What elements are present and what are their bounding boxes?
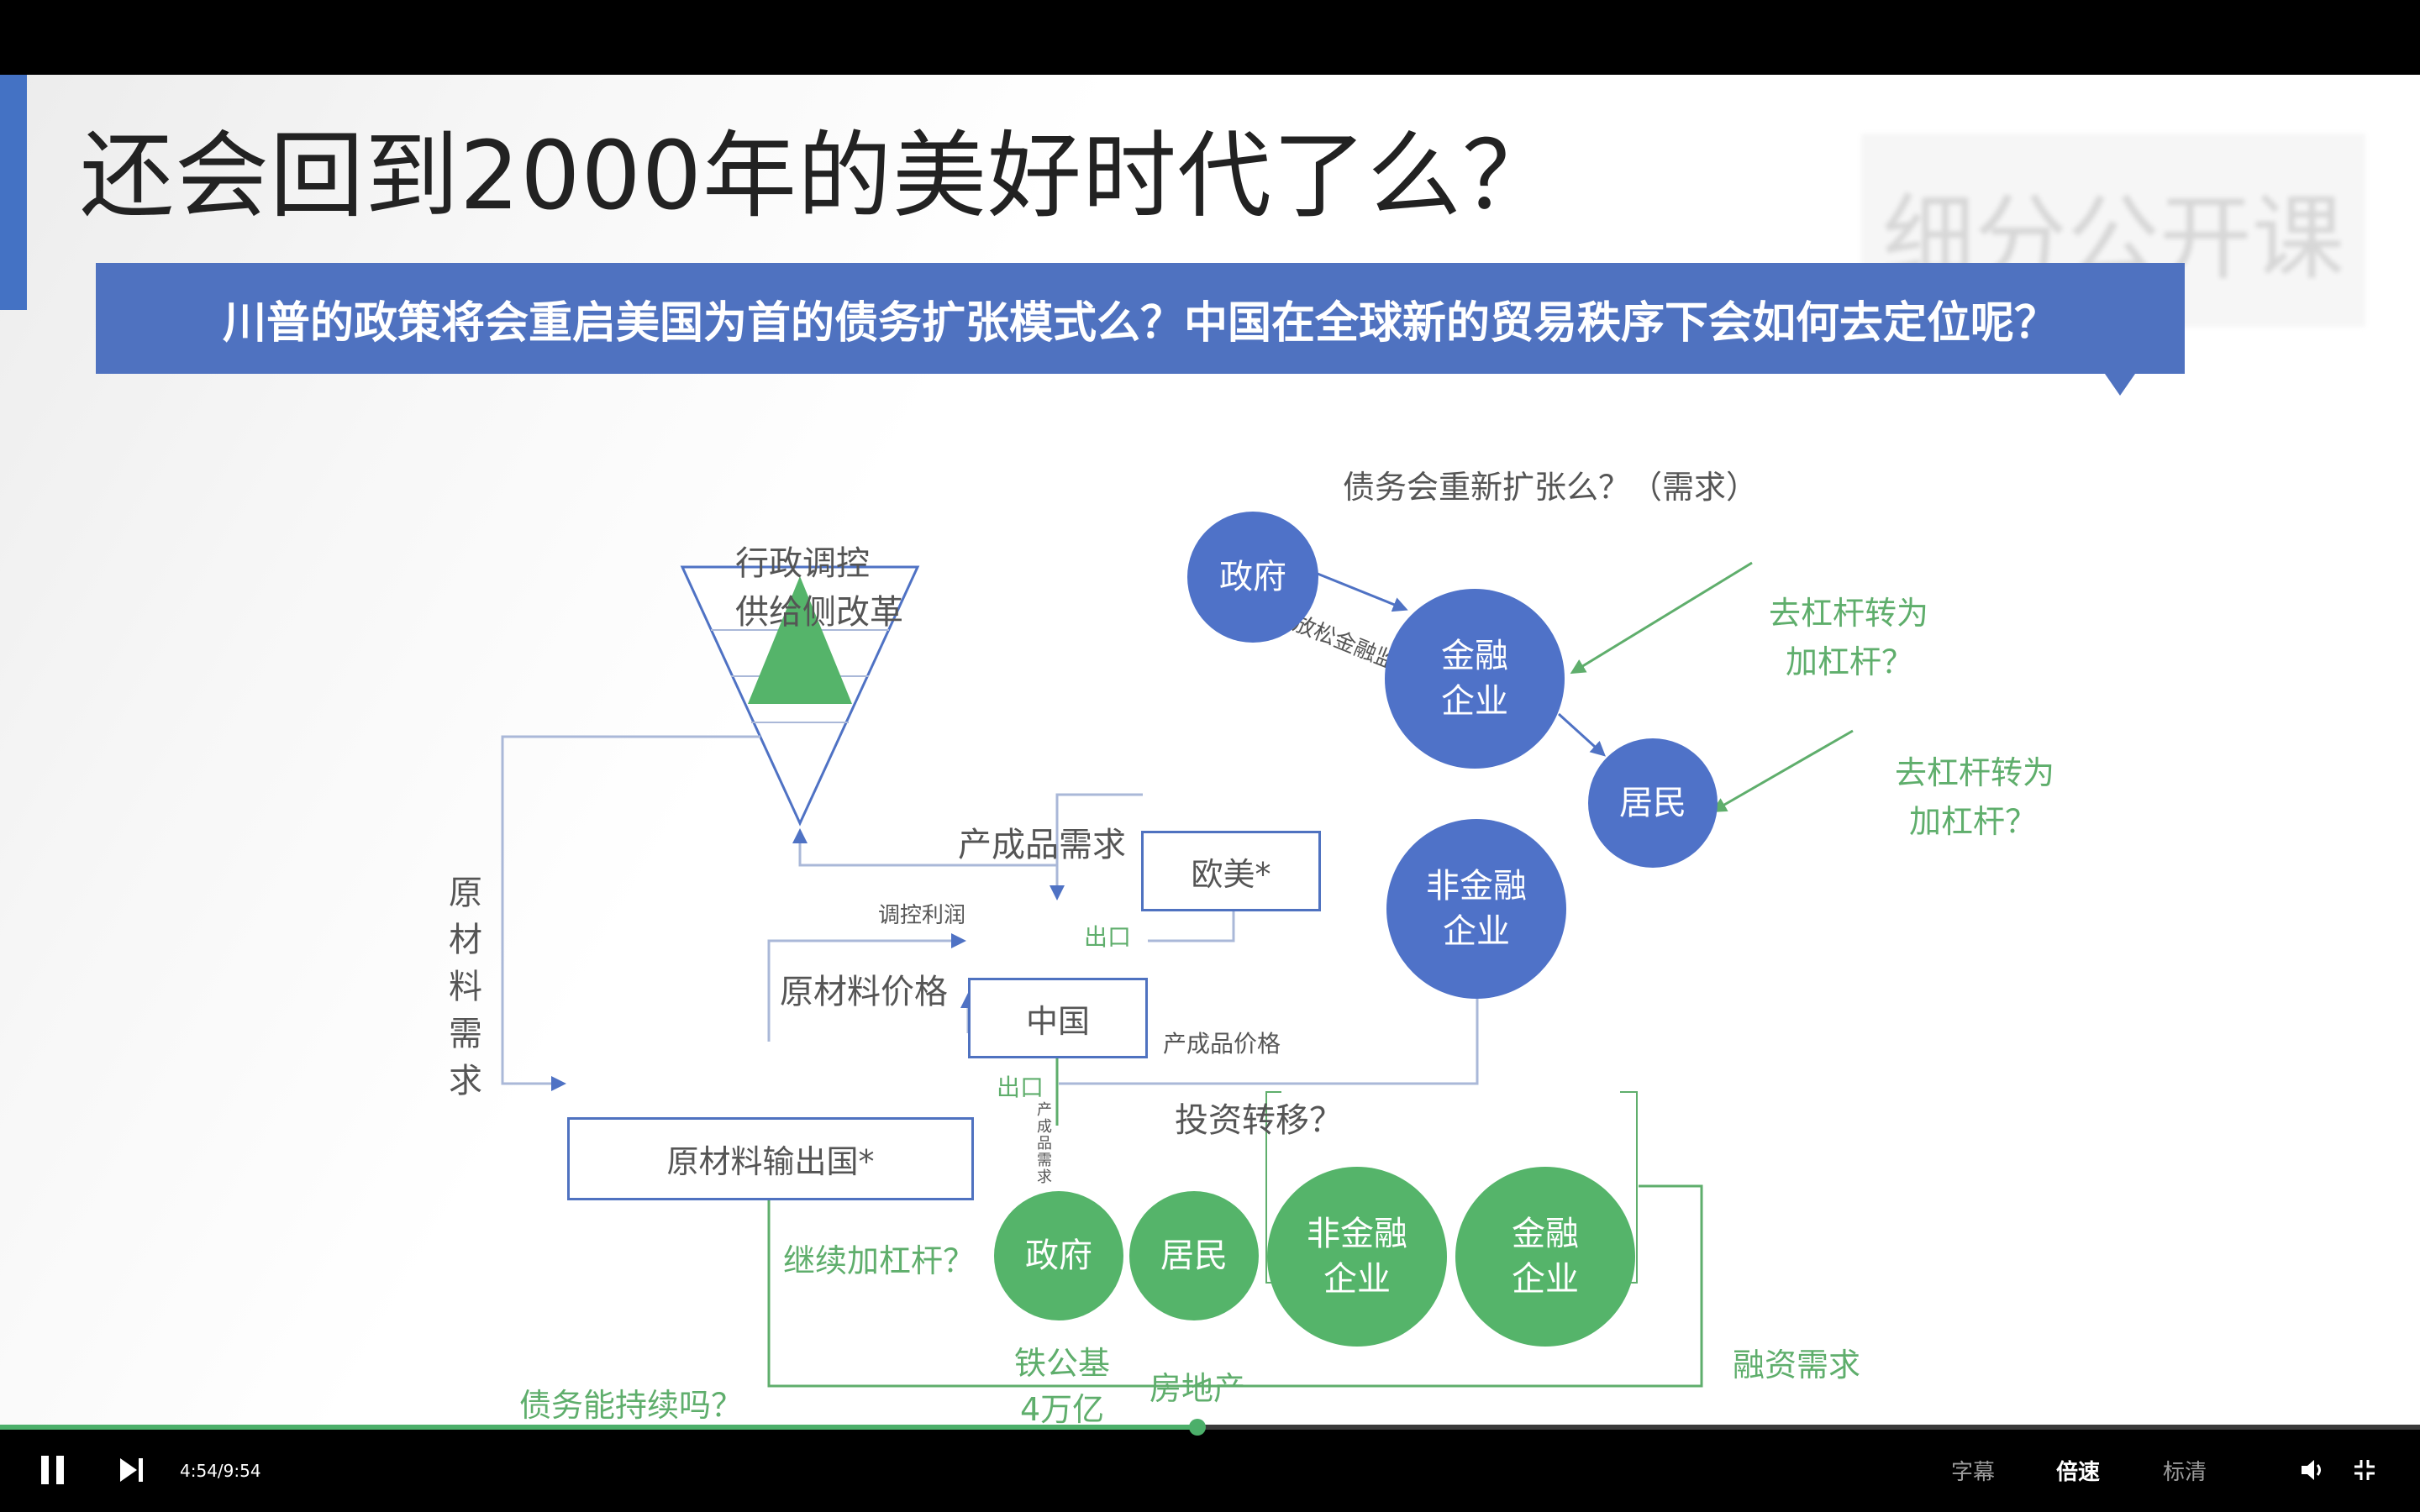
raw-exporter-label: 原材料输出国* — [666, 1143, 875, 1180]
blue-resident-label: 居民 — [1619, 784, 1686, 822]
pause-icon — [40, 1456, 64, 1484]
time-display: 4:54/9:54 — [180, 1461, 261, 1481]
raw-exporter-node: 原材料输出国* — [567, 1117, 974, 1200]
player-controls: 4:54/9:54 字幕 倍速 标清 — [0, 1419, 2420, 1512]
blue-financial-enterprise-circle: 金融企业 — [1385, 589, 1565, 769]
china-label: 中国 — [1025, 1002, 1090, 1040]
blue-resident-circle: 居民 — [1588, 738, 1718, 868]
admin-control-label: 行政调控 — [735, 544, 870, 583]
green-financial-label-1: 金融 — [1512, 1215, 1579, 1253]
slide-accent-bar — [0, 75, 27, 310]
pause-button[interactable] — [34, 1452, 71, 1488]
progress-bar[interactable] — [0, 1419, 2420, 1436]
deleverage-note-2-line2: 加杠杆？ — [1909, 803, 2038, 840]
debt-expansion-question: 债务会重新扩张么？（需求） — [1343, 469, 1759, 506]
speed-button[interactable]: 倍速 — [2056, 1460, 2101, 1485]
next-icon — [120, 1458, 143, 1482]
continue-leverage-label: 继续加杠杆？ — [783, 1242, 976, 1279]
green-nonfinancial-label-2: 企业 — [1323, 1260, 1391, 1299]
banner-callout-tail — [2105, 374, 2135, 396]
export-label-bottom: 出口 — [997, 1074, 1044, 1101]
infrastructure-label-line2: 4万亿 — [1020, 1391, 1105, 1425]
slide-banner: 川普的政策将会重启美国为首的债务扩张模式么？中国在全球新的贸易秩序下会如何去定位… — [96, 263, 2185, 374]
volume-button[interactable] — [2294, 1452, 2331, 1488]
green-financial-label-2: 企业 — [1512, 1260, 1579, 1299]
export-label-top: 出口 — [1084, 923, 1132, 951]
diagram-connectors — [501, 561, 1854, 1388]
green-resident-label: 居民 — [1160, 1236, 1228, 1275]
green-nonfinancial-enterprise-circle: 非金融企业 — [1267, 1167, 1447, 1347]
blue-financial-label-1: 金融 — [1441, 637, 1508, 675]
infrastructure-label-line1: 铁公基 — [1014, 1345, 1111, 1382]
blue-financial-label-2: 企业 — [1441, 682, 1508, 721]
volume-icon — [2302, 1460, 2321, 1480]
raw-demand-vertical-label: 原材料需求 — [443, 874, 481, 1110]
investment-transfer-label: 投资转移？ — [1175, 1101, 1343, 1140]
euro-us-label: 欧美* — [1191, 855, 1271, 893]
green-resident-circle: 居民 — [1129, 1191, 1259, 1320]
product-demand-vertical-label: 产成品需求 — [1034, 1101, 1052, 1185]
financing-demand-label: 融资需求 — [1733, 1347, 1861, 1383]
supply-funnel — [680, 565, 920, 827]
video-top-bar — [0, 0, 2420, 75]
supply-reform-label: 供给侧改革 — [735, 593, 903, 632]
blue-nonfinancial-enterprise-circle: 非金融企业 — [1386, 819, 1566, 999]
next-button[interactable] — [113, 1452, 150, 1488]
product-demand-label: 产成品需求 — [958, 826, 1126, 864]
product-price-label: 产成品价格 — [1163, 1030, 1281, 1058]
blue-government-circle: 政府 — [1187, 512, 1318, 643]
subtitle-button[interactable]: 字幕 — [1951, 1460, 1996, 1485]
progress-fill — [0, 1425, 1198, 1430]
adjust-profit-label: 调控利润 — [878, 903, 966, 928]
green-government-label: 政府 — [1025, 1236, 1092, 1275]
blue-nonfinancial-label-1: 非金融 — [1426, 867, 1527, 906]
real-estate-label: 房地产 — [1150, 1370, 1246, 1407]
deleverage-note-2-line1: 去杠杆转为 — [1895, 754, 2055, 791]
blue-government-label: 政府 — [1219, 558, 1286, 596]
green-government-circle: 政府 — [994, 1191, 1123, 1320]
raw-price-label: 原材料价格 — [780, 973, 948, 1011]
exit-fullscreen-icon — [2354, 1460, 2375, 1480]
slide-title: 还会回到2000年的美好时代了么？ — [80, 122, 1558, 231]
exit-fullscreen-button[interactable] — [2346, 1452, 2383, 1488]
blue-nonfinancial-label-2: 企业 — [1443, 912, 1510, 951]
video-slide: 还会回到2000年的美好时代了么？ 细分公开课 川普的政策将会重启美国为首的债务… — [0, 75, 2420, 1425]
deleverage-note-1-line1: 去杠杆转为 — [1769, 595, 1929, 632]
green-financial-enterprise-circle: 金融企业 — [1455, 1167, 1635, 1347]
quality-button[interactable]: 标清 — [2163, 1460, 2207, 1485]
banner-text: 川普的政策将会重启美国为首的债务扩张模式么？中国在全球新的贸易秩序下会如何去定位… — [222, 297, 2058, 349]
debt-sustainable-label: 债务能持续吗？ — [519, 1387, 744, 1424]
progress-thumb[interactable] — [1189, 1419, 1207, 1436]
green-nonfinancial-label-1: 非金融 — [1307, 1215, 1407, 1253]
china-node: 中国 — [968, 978, 1148, 1058]
deleverage-note-1-line2: 加杠杆？ — [1786, 643, 1914, 680]
euro-us-node: 欧美* — [1141, 831, 1321, 911]
